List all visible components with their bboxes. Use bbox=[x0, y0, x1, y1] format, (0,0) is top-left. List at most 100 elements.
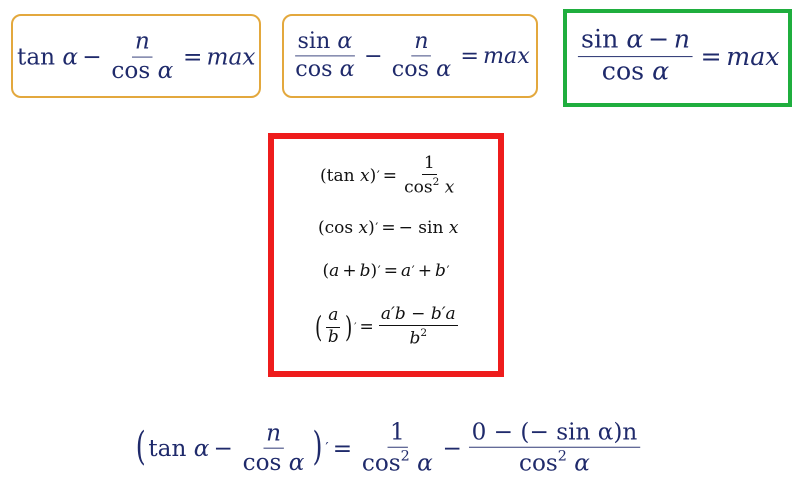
r4-den-b: b bbox=[409, 328, 421, 349]
f2-n1-sin: sin bbox=[297, 28, 331, 54]
r1-lparen: ( bbox=[320, 166, 327, 187]
r4-rparen: ) bbox=[344, 309, 353, 344]
f1-equals: = bbox=[182, 43, 203, 71]
r2-x2: x bbox=[448, 218, 459, 238]
res-t2-den-cos: cos bbox=[518, 449, 558, 477]
f1-den-cos: cos bbox=[111, 57, 151, 85]
f1-max: max bbox=[206, 43, 256, 71]
f3-max: max bbox=[725, 42, 780, 72]
f2-equals: = bbox=[460, 43, 479, 69]
r3-a2: a bbox=[401, 261, 412, 281]
candidate-box-1 bbox=[11, 14, 261, 98]
result-formula: (tan α − n cos α )′ = 1 cos2 α − 0 − (− … bbox=[133, 418, 643, 477]
res-f-den-cos: cos bbox=[242, 448, 282, 476]
f3-d-cos: cos bbox=[601, 57, 644, 88]
r1-tan: tan bbox=[326, 166, 355, 187]
f3-n-sin: sin bbox=[580, 25, 618, 55]
r3-prime-b: ′ bbox=[446, 263, 450, 279]
res-t1-den-square: 2 bbox=[400, 447, 410, 465]
r3-b: b bbox=[359, 261, 371, 281]
res-t2-den-square: 2 bbox=[557, 447, 567, 465]
f2-minus: − bbox=[363, 43, 383, 69]
res-inner-fraction: n cos α bbox=[240, 419, 307, 476]
res-t1-num: 1 bbox=[387, 418, 408, 448]
r1-numerator: 1 bbox=[421, 153, 437, 176]
r4-equals: = bbox=[359, 317, 374, 338]
f3-d-alpha: α bbox=[651, 57, 669, 88]
r1-den-square: 2 bbox=[432, 176, 440, 189]
f1-den-alpha: α bbox=[157, 57, 174, 85]
r2-sin: sin bbox=[418, 218, 444, 238]
r3-plus2: + bbox=[417, 261, 432, 281]
formula-2: sin α cos α − n cos α = max bbox=[290, 28, 530, 83]
f2-d2-cos: cos bbox=[391, 56, 430, 83]
f2-fraction-1: sin α cos α bbox=[293, 28, 358, 83]
r4-inner-fraction: a b bbox=[326, 305, 341, 348]
f3-equals: = bbox=[700, 42, 722, 72]
res-f-num: n bbox=[263, 419, 284, 449]
r1-equals: = bbox=[382, 166, 398, 187]
r4-numerator: a′b − b′a bbox=[378, 304, 458, 327]
r3-rparen: ) bbox=[370, 261, 378, 281]
r3-equals: = bbox=[383, 261, 398, 281]
r1-rparen: ) bbox=[369, 166, 377, 187]
r4-den-square: 2 bbox=[420, 327, 428, 340]
res-prime: ′ bbox=[325, 439, 329, 457]
r3-prime: ′ bbox=[377, 263, 381, 279]
res-t2-den-alpha: α bbox=[574, 449, 590, 477]
f3-fraction: sin α−n cos α bbox=[577, 25, 693, 88]
r3-lparen: ( bbox=[322, 261, 330, 281]
r4-fraction: a′b − b′a b2 bbox=[378, 304, 458, 349]
r2-minus: − bbox=[398, 218, 413, 238]
r3-prime-a: ′ bbox=[411, 263, 415, 279]
res-term-1: 1 cos2 α bbox=[359, 418, 435, 477]
formula-3: sin α−n cos α = max bbox=[575, 25, 780, 88]
f1-tan: tan bbox=[17, 43, 56, 71]
r1-fraction: 1 cos2 x bbox=[402, 153, 456, 198]
rule-3: (a + b)′ = a′ + b′ bbox=[323, 261, 450, 281]
f2-d1-cos: cos bbox=[295, 56, 333, 83]
f2-max: max bbox=[482, 43, 530, 69]
f1-minus: − bbox=[82, 43, 102, 71]
r4-inner-num: a bbox=[326, 305, 341, 328]
r3-plus: + bbox=[342, 261, 357, 281]
f2-fraction-2: n cos α bbox=[389, 28, 454, 83]
res-f-den-alpha: α bbox=[288, 448, 305, 476]
res-t1-den-cos: cos bbox=[361, 449, 401, 477]
res-term-2: 0 − (− sin α)n cos2 α bbox=[468, 418, 641, 477]
res-alpha: α bbox=[193, 434, 210, 462]
f2-n1-alpha: α bbox=[337, 28, 353, 54]
r2-lparen: ( bbox=[318, 218, 325, 238]
f2-d1-alpha: α bbox=[339, 56, 355, 83]
res-tan: tan bbox=[148, 434, 187, 462]
r1-den-cos: cos bbox=[404, 177, 433, 198]
r1-x: x bbox=[359, 166, 370, 187]
f2-d2-alpha: α bbox=[436, 56, 452, 83]
r1-prime: ′ bbox=[376, 168, 380, 184]
r4-inner-den: b bbox=[327, 327, 339, 348]
r4-prime: ′ bbox=[354, 321, 357, 334]
res-rparen: ) bbox=[312, 424, 323, 470]
rule-1: (tan x)′ = 1 cos2 x bbox=[320, 153, 458, 198]
formula-1: tan α − n cos α = max bbox=[17, 28, 256, 85]
r3-b2: b bbox=[435, 261, 446, 281]
f1-numerator: n bbox=[132, 28, 153, 58]
f1-alpha: α bbox=[62, 43, 79, 71]
res-minus: − bbox=[213, 434, 233, 462]
r2-x: x bbox=[358, 218, 369, 238]
r3-a: a bbox=[329, 261, 340, 281]
r2-rparen: ) bbox=[368, 218, 375, 238]
res-t1-den-alpha: α bbox=[417, 449, 433, 477]
f2-n2: n bbox=[411, 28, 432, 57]
r1-den-x: x bbox=[444, 177, 455, 198]
f3-n-n: n bbox=[673, 25, 690, 55]
rule-2: (cos x)′ = − sin x bbox=[318, 218, 458, 238]
r2-equals: = bbox=[381, 218, 396, 238]
rule-4: ( a b )′ = a′b − b′a b2 bbox=[313, 304, 460, 349]
res-t2-num: 0 − (− sin α)n bbox=[468, 418, 641, 448]
res-minus-2: − bbox=[442, 434, 462, 462]
res-lparen: ( bbox=[135, 424, 146, 470]
candidate-box-2 bbox=[282, 14, 538, 98]
chosen-box bbox=[563, 9, 792, 107]
f3-n-alpha: α bbox=[625, 25, 643, 55]
